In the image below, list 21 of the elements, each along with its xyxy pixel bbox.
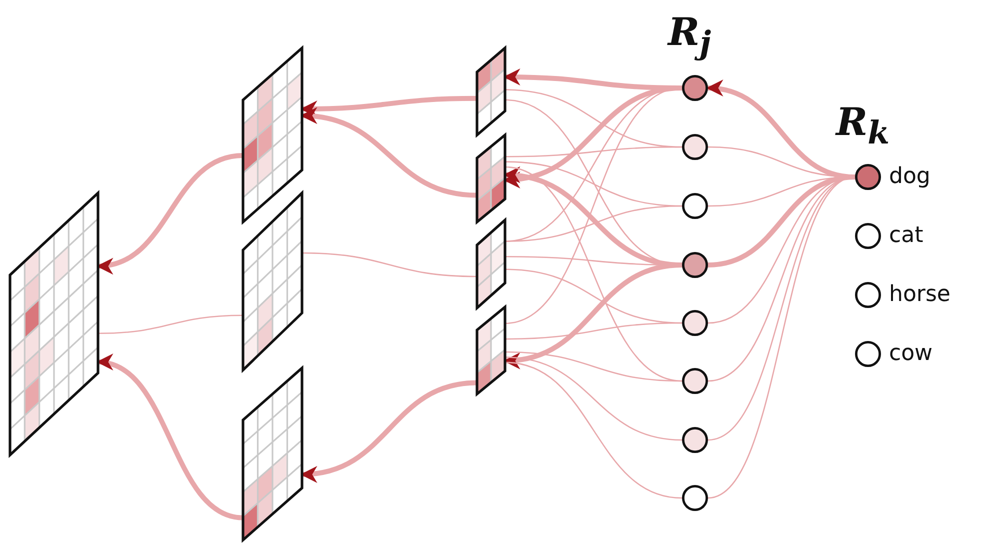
class-label: cat [889, 223, 924, 249]
feature-map-grid [243, 48, 302, 222]
feature-map-grid [243, 368, 302, 540]
class-label: horse [889, 282, 950, 308]
neuron-circle [682, 485, 708, 511]
neuron-circle [682, 368, 708, 394]
feature-map-grid [477, 220, 505, 308]
feature-map-grid [477, 135, 505, 222]
class-label: cow [889, 341, 933, 367]
class-label: dog [889, 164, 930, 190]
feature-map-grid [477, 48, 505, 135]
neuron-circle [682, 310, 708, 336]
neuron-circle [682, 75, 708, 101]
neuron-circle [682, 252, 708, 278]
feature-map-grid [10, 193, 98, 455]
relevance-symbol: R$_{j}$ [668, 10, 712, 64]
neuron-circle [682, 134, 708, 160]
feature-map-grid [477, 307, 505, 394]
neuron-circle [682, 427, 708, 453]
neuron-circle [682, 193, 708, 219]
relevance-symbol: R$_{k}$ [836, 100, 890, 154]
